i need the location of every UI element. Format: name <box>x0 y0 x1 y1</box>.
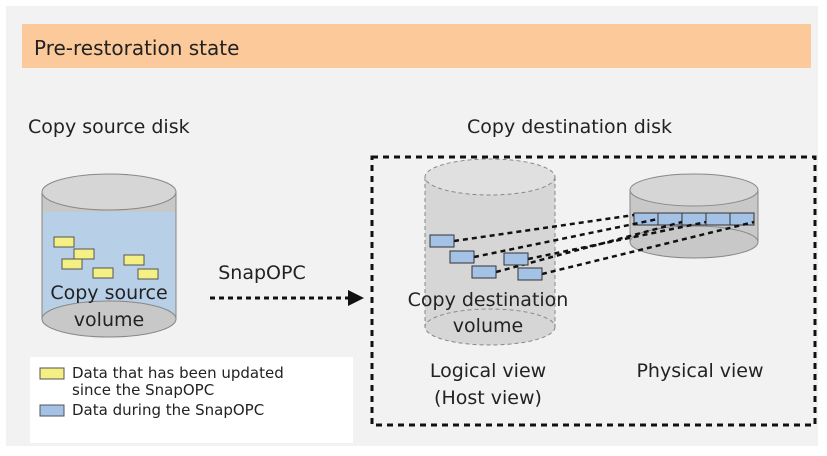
updated-block <box>53 236 75 248</box>
legend: Data that has been updated since the Sna… <box>30 357 353 443</box>
updated-block <box>92 267 114 279</box>
source-volume-label-line2: volume <box>74 309 144 331</box>
physical-data-blocks <box>633 212 755 226</box>
physical-view-label: Physical view <box>636 360 763 382</box>
logical-view-cylinder <box>424 158 556 346</box>
legend-during-label: Data during the SnapOPC <box>72 401 264 419</box>
legend-background <box>30 357 353 443</box>
destination-volume-label-line1: Copy destination <box>408 289 569 311</box>
physical-block <box>657 212 683 226</box>
physical-block <box>705 212 731 226</box>
logical-block <box>429 234 455 248</box>
destination-volume-label-line2: volume <box>453 315 523 337</box>
snapopc-arrow-head <box>348 290 364 306</box>
source-updated-blocks <box>53 236 159 280</box>
destination-disk-label: Copy destination disk <box>467 116 672 138</box>
source-disk-label: Copy source disk <box>28 116 190 138</box>
mapping-lines <box>453 213 755 276</box>
logical-block <box>503 252 529 266</box>
updated-block <box>73 248 95 260</box>
source-volume-label-line1: Copy source <box>50 282 167 304</box>
logical-view-label-line2: (Host view) <box>434 387 542 409</box>
legend-updated-label-line1: Data that has been updated <box>72 364 284 382</box>
logical-block <box>517 267 543 281</box>
logical-view-label-line1: Logical view <box>430 360 546 382</box>
legend-updated-swatch <box>39 367 65 380</box>
updated-block <box>61 258 83 270</box>
destination-disk-box <box>370 155 817 427</box>
physical-block <box>729 212 755 226</box>
physical-block <box>681 212 707 226</box>
updated-block <box>123 254 145 266</box>
legend-during-swatch <box>39 404 65 417</box>
diagram-title: Pre-restoration state <box>34 36 239 60</box>
logical-block <box>471 265 497 279</box>
updated-block <box>137 268 159 280</box>
snapopc-arrow-label: SnapOPC <box>218 262 306 284</box>
source-volume-cylinder <box>41 173 177 338</box>
logical-block <box>449 250 475 264</box>
legend-updated-label-line2: since the SnapOPC <box>72 381 214 399</box>
title-bar <box>22 24 811 68</box>
logical-data-blocks <box>429 234 543 281</box>
